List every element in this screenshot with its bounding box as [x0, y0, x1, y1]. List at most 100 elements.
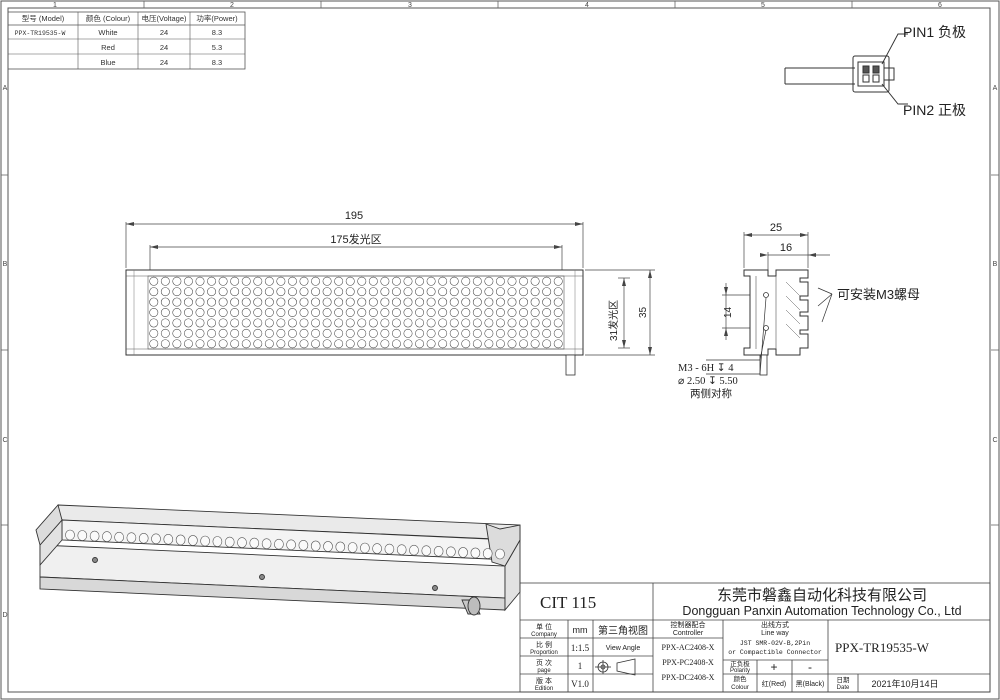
led [368, 318, 378, 328]
led [195, 287, 205, 297]
iso-led [212, 536, 223, 547]
led [160, 308, 170, 317]
lineway-label-en: Line way [761, 630, 789, 637]
led [299, 287, 309, 297]
led [207, 318, 217, 328]
led [183, 308, 193, 317]
led [195, 318, 205, 328]
led [195, 308, 205, 317]
led [368, 308, 378, 317]
iso-led [372, 543, 382, 554]
led [345, 318, 355, 328]
iso-led [458, 547, 468, 558]
iso-led [261, 538, 272, 550]
led [253, 287, 263, 297]
led [426, 276, 436, 286]
led [230, 318, 240, 328]
iso-led [495, 548, 505, 560]
led [368, 328, 378, 338]
led [311, 297, 321, 307]
led [183, 297, 193, 307]
led [287, 308, 297, 317]
led [172, 339, 182, 349]
led [311, 328, 321, 338]
led [403, 297, 413, 307]
led [299, 276, 309, 286]
led [218, 276, 228, 286]
led [519, 308, 529, 317]
edition-label: 版 本 [536, 676, 552, 685]
unit-label-en: Company [531, 632, 557, 638]
controller-label: 控制器配合 [671, 620, 706, 629]
iso-led [274, 538, 284, 550]
led [149, 297, 159, 307]
controller-label-en: Controller [673, 630, 704, 637]
led [207, 339, 217, 349]
led [149, 276, 159, 286]
led [149, 328, 159, 338]
spec-cell-power-3: 8.3 [212, 58, 222, 67]
led [218, 318, 228, 328]
led [241, 308, 251, 317]
spec-cell-model: PPX-TR19535-W [15, 30, 66, 37]
iso-led [360, 542, 370, 554]
led [403, 308, 413, 317]
hole-note-thread: M3 - 6H ↧ 4 [678, 362, 734, 374]
ratio-value: 1:1.5 [571, 643, 590, 653]
unit-value: mm [573, 625, 588, 635]
led [380, 276, 390, 286]
led [311, 339, 321, 349]
led [519, 318, 529, 328]
iso-led [151, 533, 161, 545]
led [160, 318, 170, 328]
dim-total-height: 35 [638, 306, 649, 318]
led [461, 339, 471, 349]
col-label-1: 1 [53, 2, 57, 9]
led [530, 339, 540, 349]
led [553, 318, 563, 328]
date-value: 2021年10月14日 [871, 678, 938, 689]
led [553, 308, 563, 317]
led [322, 287, 332, 297]
led [183, 328, 193, 338]
led [519, 297, 529, 307]
zone-ticks [1, 1, 999, 526]
led [149, 287, 159, 297]
led [380, 308, 390, 317]
controller-ac: PPX-AC2408-X [662, 643, 715, 652]
led [287, 297, 297, 307]
led [380, 297, 390, 307]
iso-led-row [65, 529, 505, 560]
led [542, 287, 552, 297]
led [461, 297, 471, 307]
colour-label-en: Colour [731, 685, 749, 691]
front-view: 195 175发光区 31发光区 35 [125, 210, 655, 376]
led [542, 339, 552, 349]
projection-label: 第三角视图 [598, 624, 648, 637]
led [484, 276, 494, 286]
led [207, 328, 217, 338]
row-label-c-right: C [992, 437, 997, 444]
led [507, 297, 517, 307]
led [472, 339, 482, 349]
led [484, 318, 494, 328]
led [322, 318, 332, 328]
led [357, 287, 367, 297]
led [149, 339, 159, 349]
led [426, 287, 436, 297]
iso-led [102, 531, 112, 542]
controller-dc: PPX-DC2408-X [662, 673, 715, 682]
led [426, 308, 436, 317]
led [230, 287, 240, 297]
led [264, 297, 274, 307]
led [426, 328, 436, 338]
row-label-a-left: A [3, 85, 8, 92]
iso-led [237, 537, 247, 548]
unit-label: 单 位 [536, 622, 552, 631]
led [415, 328, 425, 338]
led [415, 276, 425, 286]
polarity-label: 正负极 [730, 659, 750, 668]
view-angle-label: View Angle [606, 645, 641, 652]
led [461, 287, 471, 297]
led [519, 339, 529, 349]
